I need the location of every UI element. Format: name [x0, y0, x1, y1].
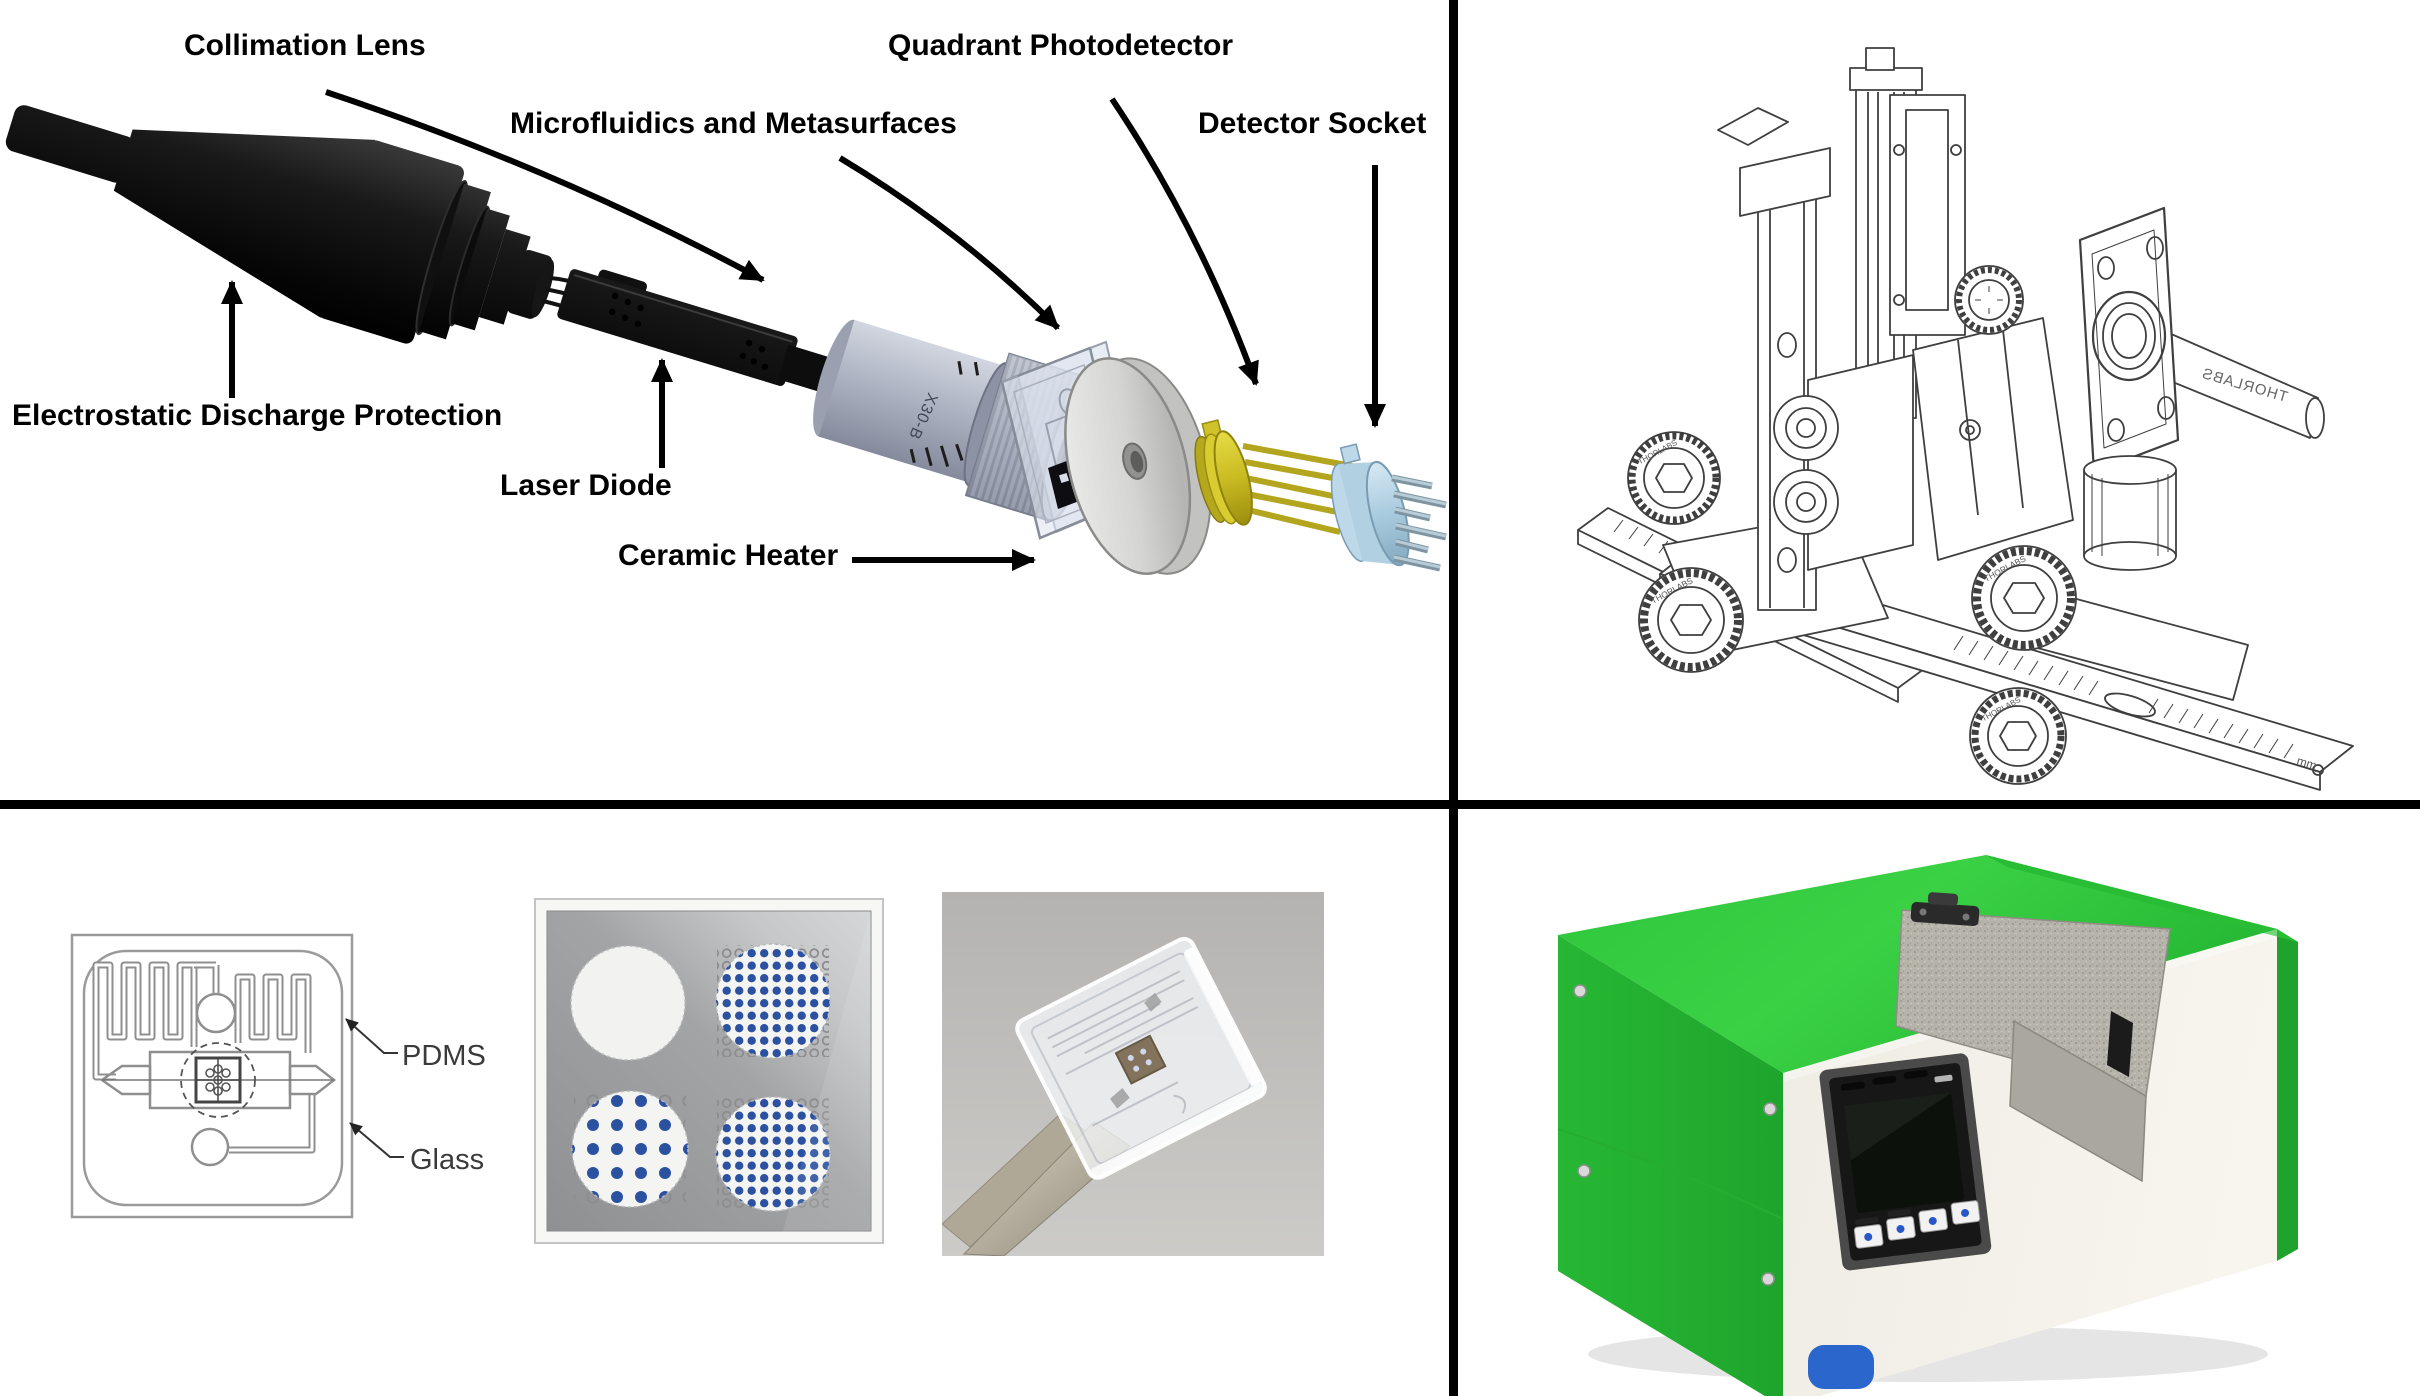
temperature-controller: [1819, 1053, 1992, 1271]
exploded-assembly-drawing: X30-B: [5, 89, 1447, 575]
left-tower: [1662, 47, 1966, 656]
label-quadrant-photodetector: Quadrant Photodetector: [888, 29, 1234, 62]
esd-protection-boot: [5, 105, 555, 344]
metasurface-sample-array: [534, 898, 884, 1244]
panel-exploded-assembly: X30-B: [0, 0, 1449, 800]
panel-stage-drawing: mm: [1458, 0, 2420, 800]
transparent-chip: [1015, 936, 1267, 1180]
label-microfluidics: Microfluidics and Metasurfaces: [510, 107, 957, 140]
sample-dense-2: [715, 1096, 831, 1212]
panel-screws: [1573, 984, 1777, 1286]
metal-bracket: [1895, 892, 2171, 1183]
panel-instrument-photo: [1458, 809, 2420, 1396]
label-laser-diode: Laser Diode: [500, 469, 672, 502]
rail-unit-label: mm: [2295, 753, 2318, 772]
laser-diode-mount: [557, 269, 844, 397]
thumbscrew-knobs: THORLABS THORLABS THORLABS THORLABS: [1627, 265, 2077, 785]
hinge: [1910, 892, 1980, 927]
box-right-edge: [2277, 929, 2298, 1261]
box-left-face: [1558, 935, 1783, 1396]
label-collimation-lens: Collimation Lens: [184, 29, 426, 62]
label-esd-protection: Electrostatic Discharge Protection: [12, 399, 503, 432]
label-ceramic-heater: Ceramic Heater: [618, 539, 839, 572]
label-pdms: PDMS: [402, 1040, 486, 1072]
chip-schematic-drawing: [70, 933, 404, 1219]
chip-photo: [942, 892, 1324, 1256]
sample-sparse: [571, 1090, 689, 1208]
sample-plain: [570, 945, 686, 1061]
label-detector-socket: Detector Socket: [1198, 107, 1427, 140]
controller-logo: [1934, 1074, 1953, 1083]
horizontal-divider: [0, 800, 2420, 809]
label-glass: Glass: [410, 1144, 485, 1176]
panel-chip-figures: PDMS Glass: [0, 809, 1449, 1396]
flange-lens-tube: THORLABS: [2078, 206, 2325, 571]
ceramic-heater-disc: [1064, 357, 1212, 575]
vent-slots: [1840, 1069, 1928, 1091]
controller-screen: [1844, 1093, 1965, 1213]
sample-dense-1: [715, 943, 831, 1059]
thorlabs-stage-drawing: mm: [1577, 47, 2354, 791]
controller-buttons: [1853, 1200, 1981, 1249]
vertical-divider: [1449, 0, 1458, 1396]
annotation-arrows: [221, 89, 1386, 571]
foot-front-left: [1808, 1345, 1874, 1389]
heater-instrument: [1557, 855, 2298, 1396]
detector-socket-part: [1330, 443, 1447, 572]
